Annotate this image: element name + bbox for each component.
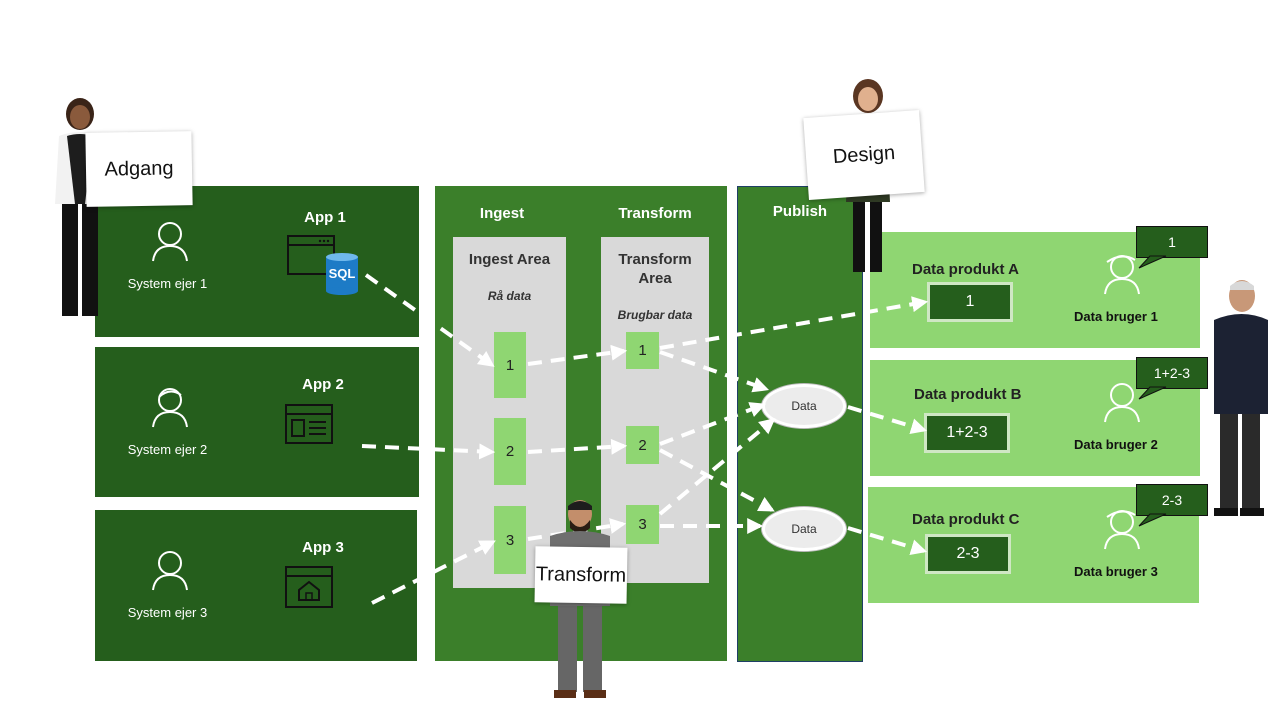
user-icon [152,388,188,428]
transform-area-title-line2: Area [638,270,672,287]
source-box-app2: System ejer 2 App 2 [95,347,419,497]
app-label: App 3 [302,539,344,556]
sql-database-icon: SQL [325,252,359,296]
source-box-app1: System ejer 1 App 1 SQL [95,186,419,337]
data-user-3-icon [1104,510,1140,550]
sign-adgang: Adgang [85,131,193,207]
app-label: App 1 [304,209,346,226]
person-data-user-figure [1214,280,1268,516]
product-title: Data produkt A [912,261,1019,278]
ingest-area-subtitle: Rå data [487,289,532,303]
app-window-home-icon [285,566,333,608]
product-value: 1+2-3 [924,413,1010,453]
sign-design: Design [803,110,925,200]
data-user-label: Data bruger 3 [1074,564,1158,579]
user-callout-1: 1 [1136,226,1208,258]
transform-item-1: 1 [626,332,659,369]
system-owner-label: System ejer 3 [127,605,208,620]
transform-header: Transform [618,205,692,222]
user-callout-2: 1+2-3 [1136,357,1208,389]
ingest-item-3: 3 [494,506,526,574]
ingest-item-1: 1 [494,332,526,398]
ingest-area-title: Ingest Area [468,251,551,268]
app-label: App 2 [302,376,344,393]
person-adgang-figure [55,98,105,316]
product-title: Data produkt B [914,386,1022,403]
ingest-header: Ingest [479,205,525,222]
publish-header: Publish [772,203,828,220]
system-owner-label: System ejer 2 [127,442,208,457]
system-owner-label: System ejer 1 [127,276,208,291]
data-user-label: Data bruger 1 [1074,309,1158,324]
publish-data-node-2: Data [762,507,846,551]
transform-item-3: 3 [626,505,659,544]
product-title: Data produkt C [912,511,1020,528]
source-box-app3: System ejer 3 App 3 [95,510,417,661]
data-user-label: Data bruger 2 [1074,437,1158,452]
product-value: 2-3 [925,534,1011,574]
transform-area-title-line1: Transform [618,251,692,268]
ingest-item-2: 2 [494,418,526,485]
user-icon [152,551,188,591]
transform-area-subtitle: Brugbar data [617,308,693,322]
transform-item-2: 2 [626,426,659,464]
sql-badge: SQL [328,266,356,281]
user-callout-3: 2-3 [1136,484,1208,516]
user-icon [152,222,188,262]
data-user-2-icon [1104,383,1140,423]
product-value: 1 [927,282,1013,322]
app-window-icon [285,404,333,444]
publish-data-node-1: Data [762,384,846,428]
sign-transform: Transform [534,546,628,604]
data-user-1-icon [1104,255,1140,295]
